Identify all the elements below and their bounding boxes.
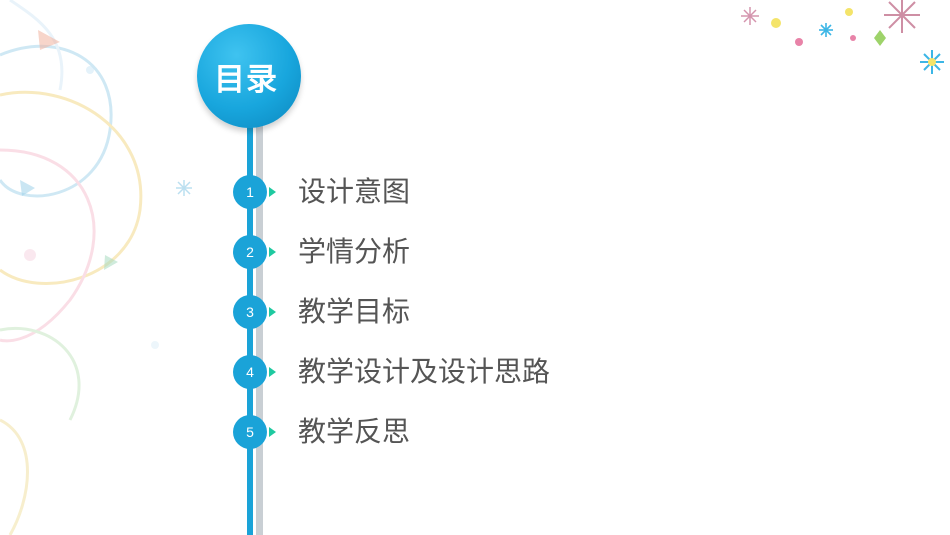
menu-item-label: 教学目标 — [298, 295, 411, 328]
menu-item-label: 教学反思 — [298, 415, 411, 448]
page-title: 目录 — [214, 61, 278, 98]
pointer-triangle-icon — [269, 187, 276, 197]
snowflake-icon — [176, 180, 192, 196]
timeline-shadow — [256, 120, 263, 535]
menu-item-label: 教学设计及设计思路 — [298, 355, 551, 388]
pointer-triangle-icon — [269, 367, 276, 377]
menu-item-label: 设计意图 — [298, 175, 411, 208]
title-badge: 目录 — [197, 24, 301, 128]
item-number-badge: 3 — [233, 295, 267, 329]
item-number-badge: 2 — [233, 235, 267, 269]
menu-item-label: 学情分析 — [298, 235, 411, 268]
item-number-badge: 5 — [233, 415, 267, 449]
pointer-triangle-icon — [269, 307, 276, 317]
pointer-triangle-icon — [269, 427, 276, 437]
item-number-badge: 4 — [233, 355, 267, 389]
pointer-triangle-icon — [269, 247, 276, 257]
item-number-badge: 1 — [233, 175, 267, 209]
sparkle-star-icon — [884, 0, 920, 33]
